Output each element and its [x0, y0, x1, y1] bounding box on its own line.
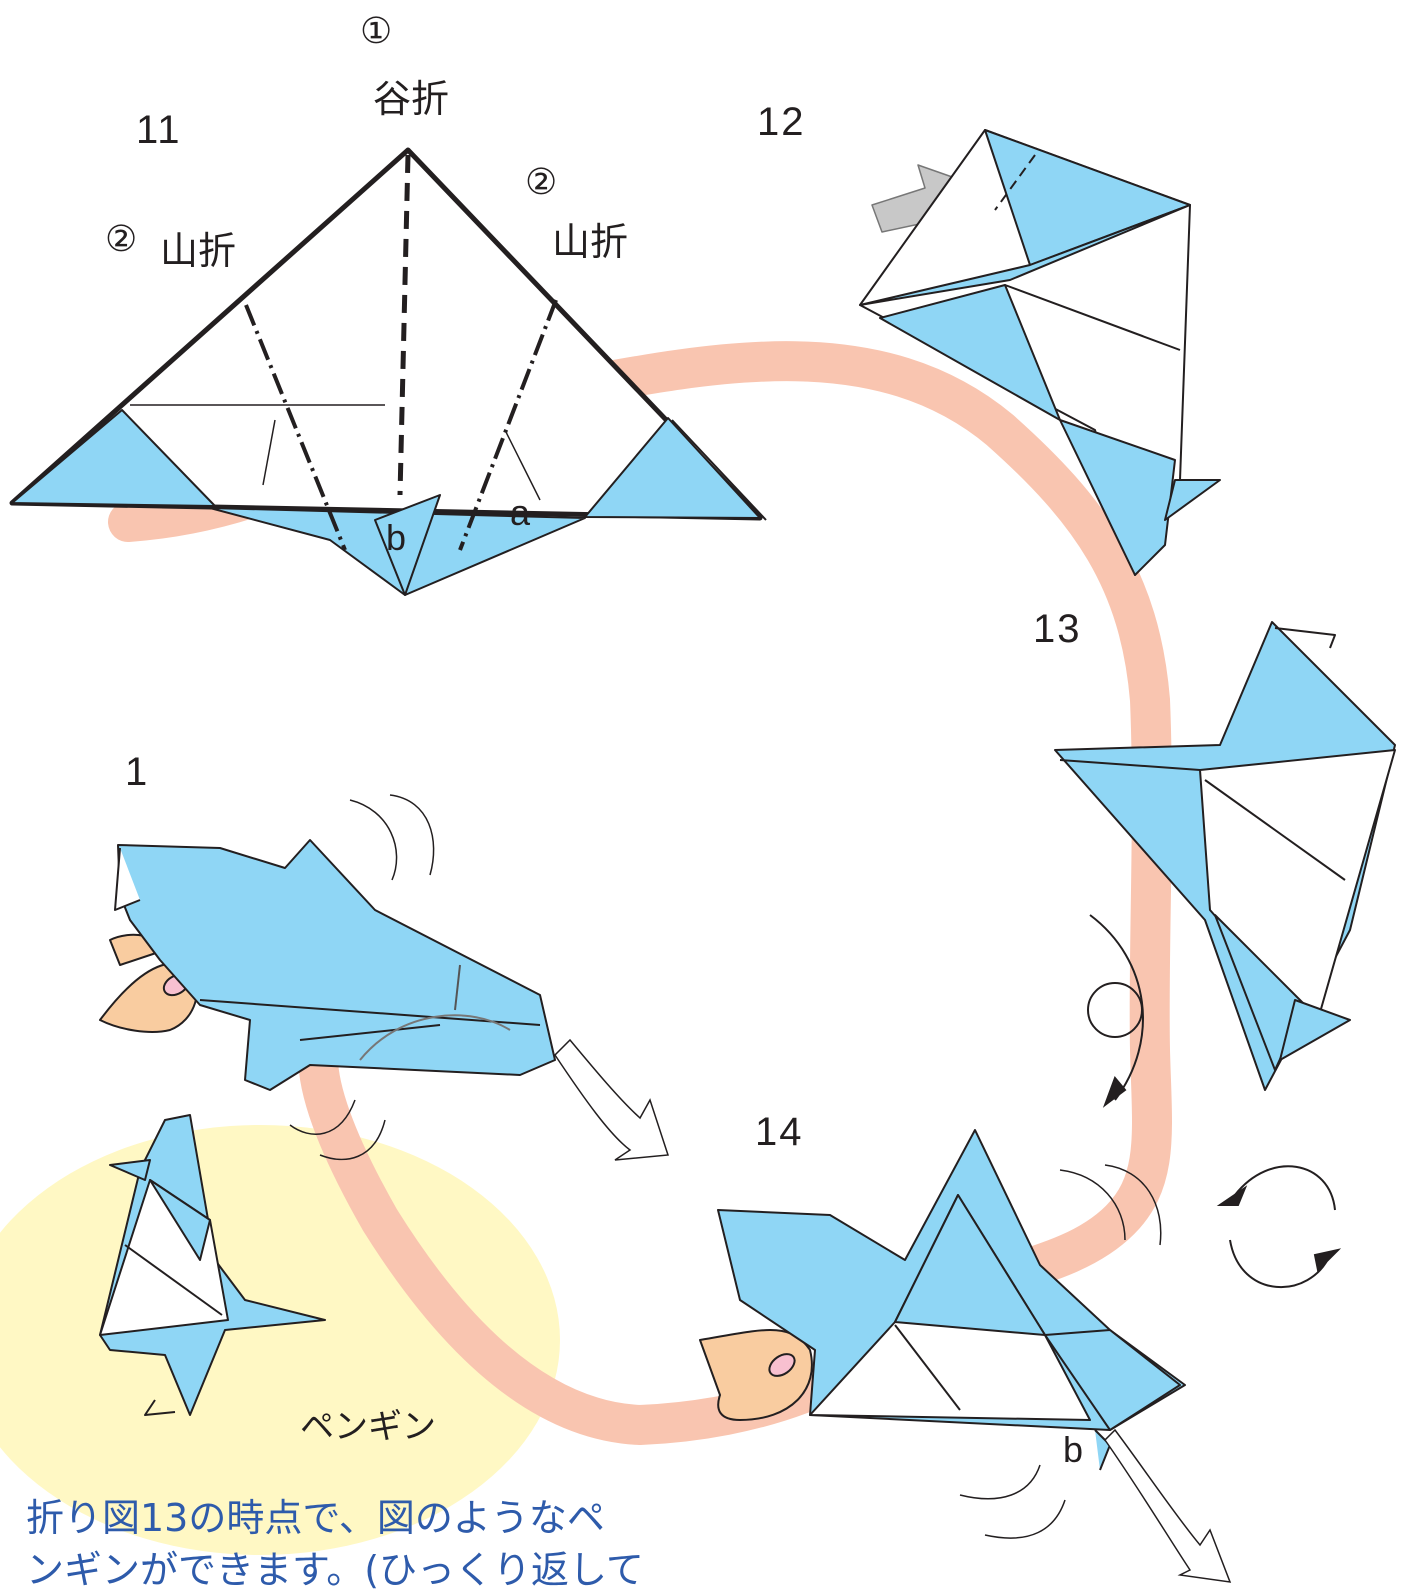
caption: 折り図13の時点で、図のようなペ ンギンができます。(ひっくり返して: [26, 1492, 686, 1596]
step-11-figure: [9, 147, 767, 596]
step-flow-path: [108, 341, 1172, 1446]
caption-line-1: 折り図13の時点で、図のようなペ: [26, 1496, 605, 1540]
mountain-fold-label-left: 山折: [160, 229, 237, 273]
motion-lines: [289, 794, 1162, 1539]
hand-icon: [699, 1329, 813, 1421]
step-number-14: 14: [755, 1110, 804, 1154]
fold-order-mark-2-right: ②: [525, 162, 558, 203]
step-14-figure: [699, 1129, 1186, 1471]
step-number-11: 11: [136, 108, 182, 152]
fold-order-mark-1: ①: [360, 11, 393, 52]
point-label-b-step14: b: [1063, 1429, 1084, 1470]
penguin-figure: [99, 1114, 326, 1416]
penguin-label: ペンギン: [300, 1407, 436, 1447]
mountain-fold-label-right: 山折: [552, 220, 629, 264]
rotate-arrow-icon: [1216, 1165, 1342, 1288]
step-1-figure: [99, 839, 556, 1091]
step-12-figure: [859, 129, 1221, 576]
caption-line-2: ンギンができます。(ひっくり返して: [26, 1548, 644, 1592]
fold-order-mark-2-left: ②: [105, 219, 138, 260]
step-number-12: 12: [757, 100, 806, 144]
step-number-13: 13: [1033, 607, 1082, 651]
step-number-1: 1: [125, 750, 150, 794]
valley-fold-label: 谷折: [373, 77, 450, 121]
step-13-figure: [1054, 621, 1396, 1091]
turn-over-icon: [1087, 914, 1144, 1108]
point-label-b: b: [386, 517, 407, 558]
point-label-a: a: [510, 492, 531, 533]
move-arrow-icon: [1104, 1428, 1232, 1583]
move-arrow-icon: [554, 1038, 670, 1161]
